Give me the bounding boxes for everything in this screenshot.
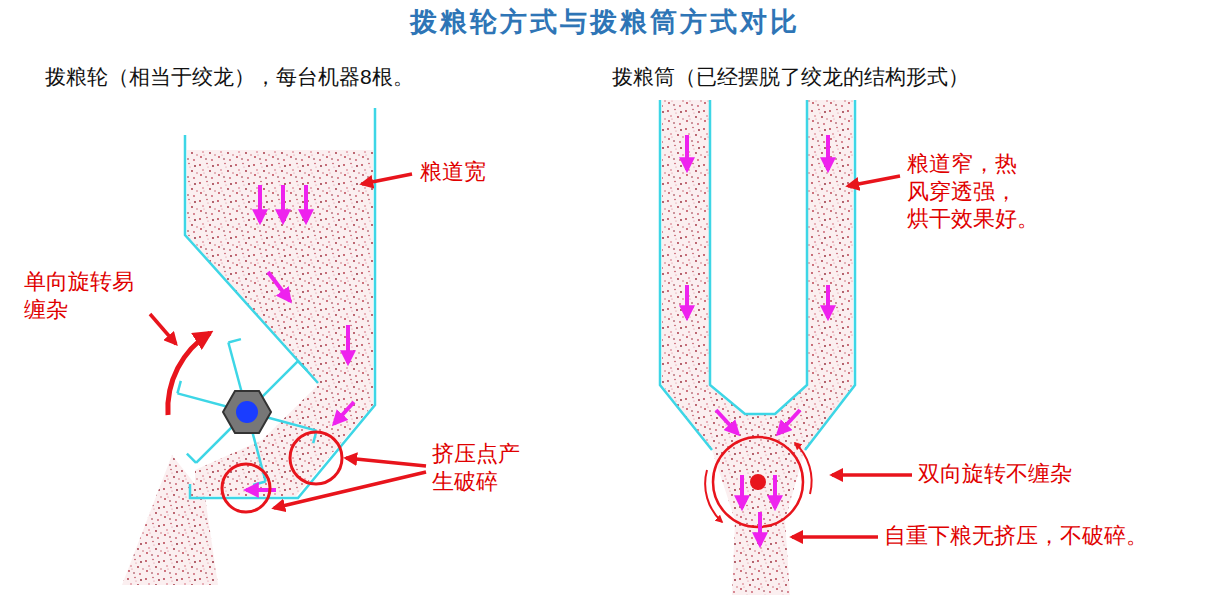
wheel-arm-hook (228, 339, 241, 342)
subtitle: 拨粮筒（已经摆脱了绞龙的结构形式） (612, 64, 969, 90)
subtitle: 拨粮轮（相当于绞龙），每台机器8根。 (45, 64, 414, 90)
title: 拨粮轮方式与拨粮筒方式对比 (410, 6, 800, 40)
callout-note: 自重下粮无挤压，不破碎。 (884, 522, 1148, 550)
callout-note: 粮道宽 (420, 158, 486, 186)
wheel-hopper (122, 108, 426, 585)
callout-note: 粮道窄，热 风穿透强， 烘干效果好。 (907, 150, 1041, 233)
drum-hopper (660, 100, 912, 595)
wheel-arm-hook (298, 361, 307, 370)
wheel-arm-hook (253, 482, 266, 485)
wheel-arm-hook (187, 454, 196, 463)
callout-note: 单向旋转易 缠杂 (24, 268, 158, 323)
callout-note: 双向旋转不缠杂 (918, 460, 1072, 488)
wheel-arm-hook (177, 381, 180, 394)
callout-note: 挤压点产 生破碎 (432, 440, 544, 495)
